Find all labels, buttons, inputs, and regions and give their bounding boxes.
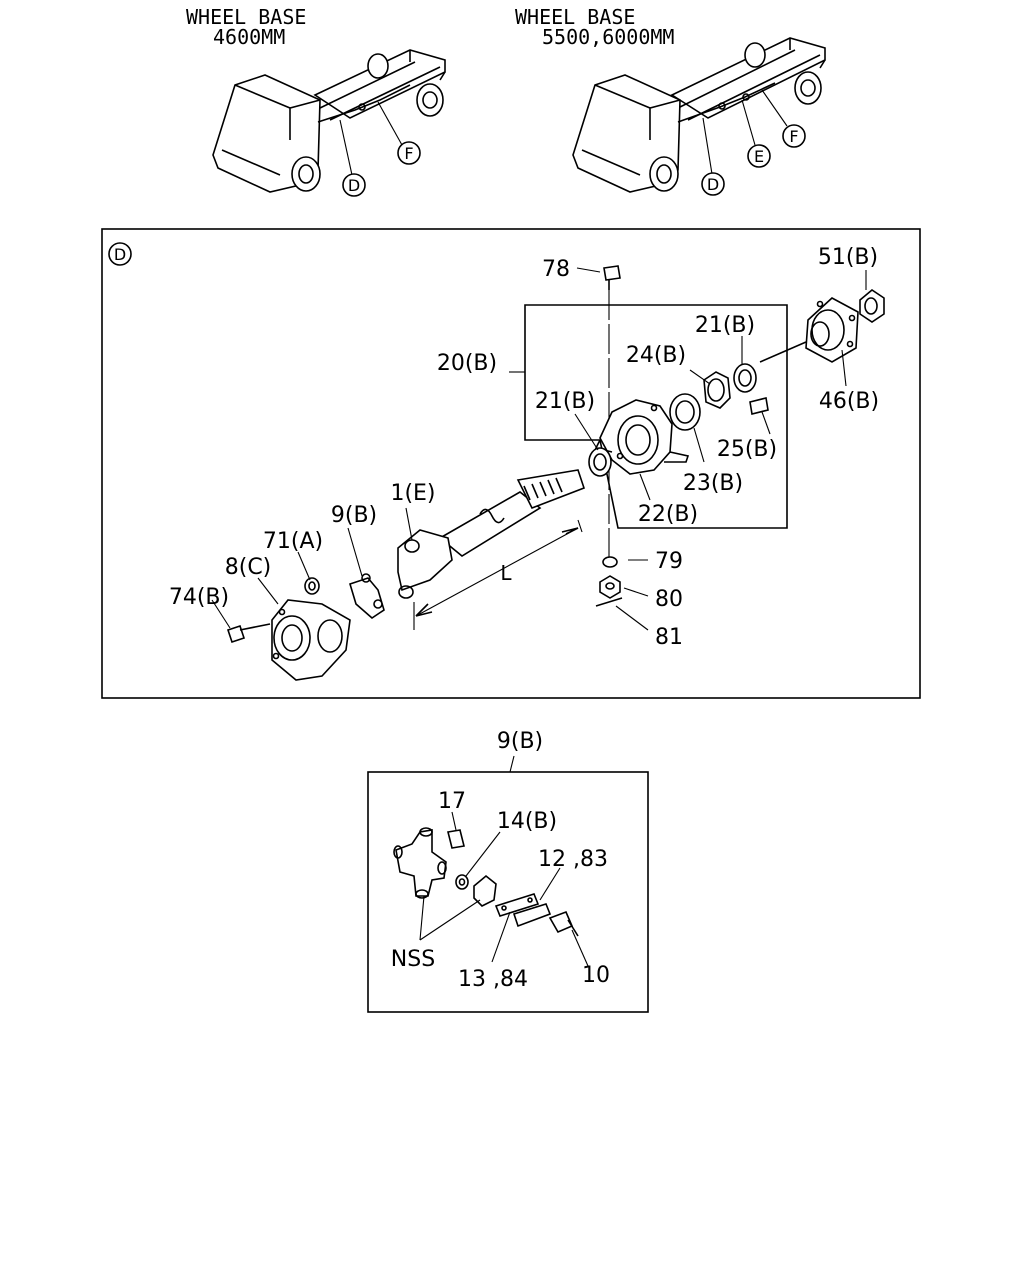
detail-9b-frame — [367, 771, 649, 1013]
bearing-cup — [473, 874, 497, 907]
bolt-74b — [226, 623, 271, 644]
svg-text:E: E — [754, 147, 764, 166]
cotter-pin-81 — [595, 597, 623, 607]
label-10: 10 — [582, 963, 610, 988]
seal-21b-mid — [588, 447, 612, 477]
grease-nipple-25b — [749, 397, 769, 415]
bearing-23b — [669, 393, 701, 431]
truck-illustration-right — [572, 37, 826, 193]
seal-21b-top — [733, 363, 757, 393]
dimension-l: L — [413, 519, 583, 630]
detail-d-tag: D — [108, 242, 132, 266]
nut-51b — [859, 289, 885, 323]
callout-d-right: D — [701, 172, 725, 196]
detail-d-frame — [101, 228, 921, 699]
bolt-78 — [603, 265, 621, 560]
washer-71a — [304, 577, 320, 595]
washer-14b — [455, 874, 469, 890]
label-20b: 20(B) — [437, 351, 497, 376]
left-wheelbase-title: WHEEL BASE — [186, 5, 306, 29]
label-25b: 25(B) — [717, 437, 777, 462]
callout-d-left: D — [342, 173, 366, 197]
svg-text:F: F — [789, 127, 798, 146]
label-71a: 71(A) — [263, 529, 323, 554]
label-23b: 23(B) — [683, 471, 743, 496]
center-bearing-group-outline — [524, 304, 788, 529]
label-21b-mid: 21(B) — [535, 389, 595, 414]
callout-e-right: E — [747, 144, 771, 168]
label-78: 78 — [542, 257, 570, 282]
svg-text:D: D — [114, 245, 126, 264]
label-13-84: 13 ,84 — [458, 967, 528, 992]
flange-8c — [271, 599, 351, 681]
right-wheelbase-value: 5500,6000MM — [542, 25, 674, 49]
washer-79 — [602, 556, 618, 568]
lock-plate-12 — [494, 893, 540, 917]
svg-text:F: F — [404, 144, 413, 163]
label-74b: 74(B) — [169, 585, 229, 610]
label-22b: 22(B) — [638, 502, 698, 527]
label-80: 80 — [655, 587, 683, 612]
grease-fitting-17 — [447, 829, 465, 849]
center-bearing-22b — [594, 399, 690, 475]
callout-f-left: F — [397, 141, 421, 165]
plate-13 — [512, 903, 552, 928]
detail-9b-leaders — [419, 811, 589, 967]
label-81: 81 — [655, 625, 683, 650]
truck-illustration-left — [212, 49, 446, 193]
label-21b-top: 21(B) — [695, 313, 755, 338]
label-12-83: 12 ,83 — [538, 847, 608, 872]
right-wheelbase-title: WHEEL BASE — [515, 5, 635, 29]
detail-d-leaders — [211, 267, 867, 631]
bolt-10 — [548, 910, 579, 937]
label-46b: 46(B) — [819, 389, 879, 414]
left-wheelbase-value: 4600MM — [213, 25, 285, 49]
label-79: 79 — [655, 549, 683, 574]
slinger-24b — [703, 371, 731, 409]
label-1e: 1(E) — [390, 481, 435, 506]
label-14b: 14(B) — [497, 809, 557, 834]
detail-9b-title-leader — [509, 755, 515, 773]
label-9b: 9(B) — [331, 503, 377, 528]
companion-flange-46b — [759, 297, 859, 363]
label-8c: 8(C) — [225, 555, 272, 580]
svg-text:D: D — [348, 176, 360, 195]
label-nss: NSS — [391, 947, 435, 972]
svg-text:D: D — [707, 175, 719, 194]
detail-9b-title: 9(B) — [497, 729, 543, 754]
spider-cross — [393, 827, 447, 899]
label-51b: 51(B) — [818, 245, 878, 270]
dimension-l-label: L — [500, 561, 512, 585]
label-24b: 24(B) — [626, 343, 686, 368]
nut-80 — [599, 575, 621, 599]
universal-joint-9b — [349, 573, 385, 620]
propeller-shaft-1e — [397, 469, 586, 599]
label-17: 17 — [438, 789, 466, 814]
callout-f-right: F — [782, 124, 806, 148]
